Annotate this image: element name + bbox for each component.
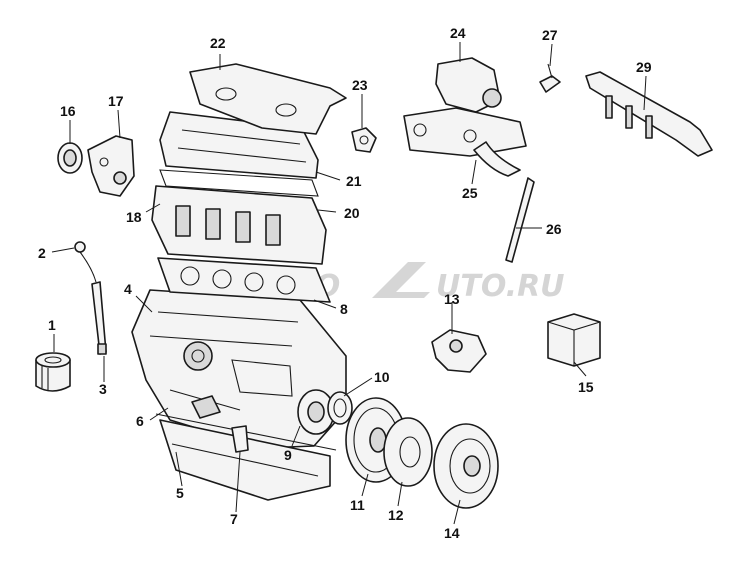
part-temperature-sensor: [539, 63, 561, 93]
part-ignition-coil: [547, 313, 601, 367]
part-vacuum-line: [505, 177, 535, 263]
part-crankshaft-seal: [297, 389, 335, 435]
callout-13: 13: [444, 291, 460, 307]
part-clutch-disc: [383, 417, 433, 487]
callout-5: 5: [176, 485, 184, 501]
callout-12: 12: [388, 507, 404, 523]
part-fuel-rail: [585, 71, 713, 157]
part-alternator-bracket: [87, 135, 135, 197]
part-oil-filler-cap-seal: [351, 127, 377, 153]
callout-11: 11: [350, 497, 365, 513]
callout-8: 8: [340, 301, 348, 317]
callout-18: 18: [126, 209, 142, 225]
part-rear-main-seal: [327, 391, 353, 425]
part-cylinder-head: [151, 185, 327, 265]
part-engine-block: [131, 289, 347, 449]
callout-16: 16: [60, 103, 76, 119]
callout-10: 10: [374, 369, 390, 385]
callout-6: 6: [136, 413, 144, 429]
watermark-right-text: UTO.RU: [436, 269, 565, 304]
callout-27: 27: [542, 27, 558, 43]
part-intake-manifold: [403, 107, 527, 157]
callout-1: 1: [48, 317, 56, 333]
part-dipstick-tube: [91, 281, 107, 355]
part-throttle-body: [435, 57, 502, 113]
callout-9: 9: [284, 447, 292, 463]
callout-25: 25: [462, 185, 478, 201]
callout-4: 4: [124, 281, 132, 297]
callout-21: 21: [346, 173, 362, 189]
part-thermostat-housing: [431, 329, 487, 373]
callout-2: 2: [38, 245, 46, 261]
part-oil-filter: [35, 352, 71, 392]
callout-24: 24: [450, 25, 466, 41]
callout-22: 22: [210, 35, 226, 51]
leader-lines: [51, 42, 647, 525]
part-head-gasket: [157, 257, 331, 303]
watermark-logo-mark: [372, 262, 430, 298]
part-tensioner-pulley: [57, 142, 83, 174]
callout-29: 29: [636, 59, 652, 75]
part-valve-cover-shield: [189, 63, 347, 135]
callout-20: 20: [344, 205, 360, 221]
callout-23: 23: [352, 77, 368, 93]
callout-7: 7: [230, 511, 238, 527]
callout-labels: 1 2 3 4 5 6 7 8 9 10 11 12 13 14 15 16 1…: [38, 25, 652, 541]
part-pressure-plate: [433, 423, 499, 509]
part-dipstick: [74, 241, 97, 283]
callout-14: 14: [444, 525, 460, 541]
callout-26: 26: [546, 221, 562, 237]
part-oil-pan: [159, 419, 331, 501]
part-oil-pump-pickup: [191, 395, 249, 453]
callout-17: 17: [108, 93, 124, 109]
callout-15: 15: [578, 379, 594, 395]
part-valve-cover-gasket: [159, 169, 319, 197]
part-coolant-hose: [473, 141, 521, 177]
callout-3: 3: [99, 381, 107, 397]
